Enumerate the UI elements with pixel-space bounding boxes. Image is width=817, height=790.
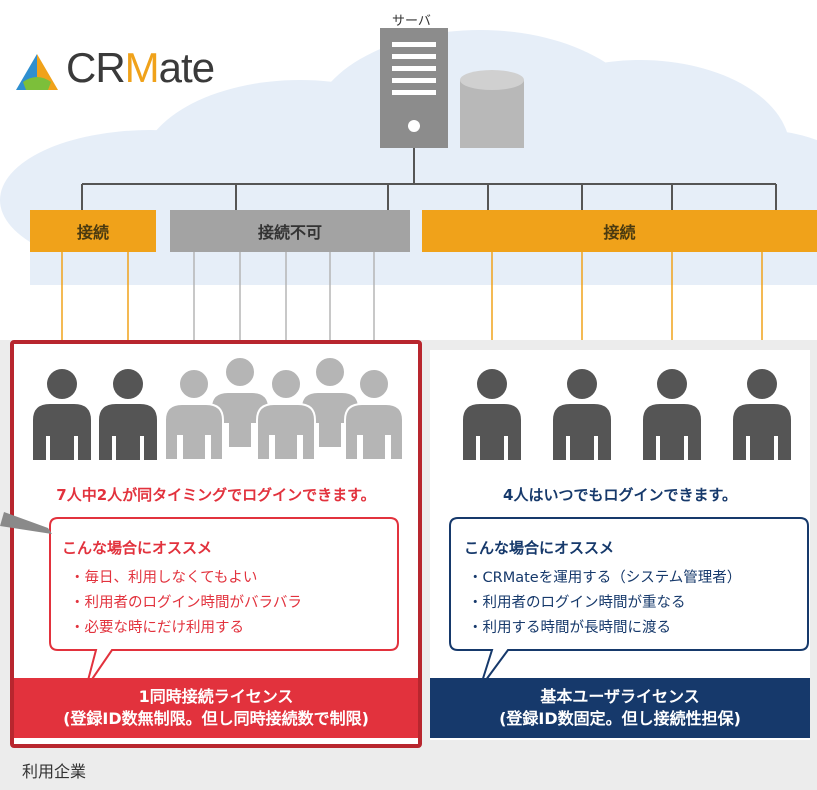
named-rec-item: ・利用者のログイン時間が重なる <box>468 595 686 611</box>
named-rec-item: ・利用する時間が長時間に渡る <box>468 620 671 636</box>
connect-bar-left: 接続 <box>30 210 156 252</box>
named-rec-item: ・CRMateを運用する（システム管理者） <box>468 570 742 586</box>
named-license-bar: 基本ユーザライセンス (登録ID数固定。但し接続性担保) <box>430 678 810 738</box>
server-label: サーバ <box>392 14 431 29</box>
blocked-bar: 接続不可 <box>170 210 410 252</box>
concurrent-caption: 7人中2人が同タイミングでログインできます。 <box>56 486 376 504</box>
concurrent-rec-title: こんな場合にオススメ <box>62 539 213 557</box>
concurrent-rec-item: ・利用者のログイン時間がバラバラ <box>70 595 302 611</box>
crmate-logo-text: CRMate <box>66 44 215 91</box>
recommendation-bubbles <box>49 517 809 689</box>
named-rec-title: こんな場合にオススメ <box>464 539 615 557</box>
concurrent-license-note: (登録ID数無制限。但し同時接続数で制限) <box>63 709 369 728</box>
concurrent-recommendations: こんな場合にオススメ ・毎日、利用しなくてもよい ・利用者のログイン時間がバラバ… <box>62 537 302 641</box>
crmate-logo-icon <box>16 54 58 90</box>
named-license-note: (登録ID数固定。但し接続性担保) <box>499 709 741 728</box>
concurrent-license-bar: 1同時接続ライセンス (登録ID数無制限。但し同時接続数で制限) <box>14 678 418 738</box>
named-recommendations: こんな場合にオススメ ・CRMateを運用する（システム管理者） ・利用者のログ… <box>464 537 741 641</box>
pointer-arrow <box>0 512 52 534</box>
blocked-label: 接続不可 <box>257 223 322 242</box>
user-icons <box>33 356 791 460</box>
company-label: 利用企業 <box>22 762 87 781</box>
network-lines <box>61 148 777 360</box>
concurrent-rec-item: ・毎日、利用しなくてもよい <box>70 570 258 586</box>
connect-label-left: 接続 <box>76 223 109 242</box>
named-caption: 4人はいつでもログインできます。 <box>503 486 737 504</box>
connect-bar-right: 接続 <box>422 210 817 252</box>
connect-label-right: 接続 <box>603 223 636 242</box>
named-license-name: 基本ユーザライセンス <box>540 687 700 706</box>
concurrent-license-name: 1同時接続ライセンス <box>138 687 294 706</box>
server-icon <box>380 28 524 148</box>
concurrent-rec-item: ・必要な時にだけ利用する <box>70 620 244 636</box>
